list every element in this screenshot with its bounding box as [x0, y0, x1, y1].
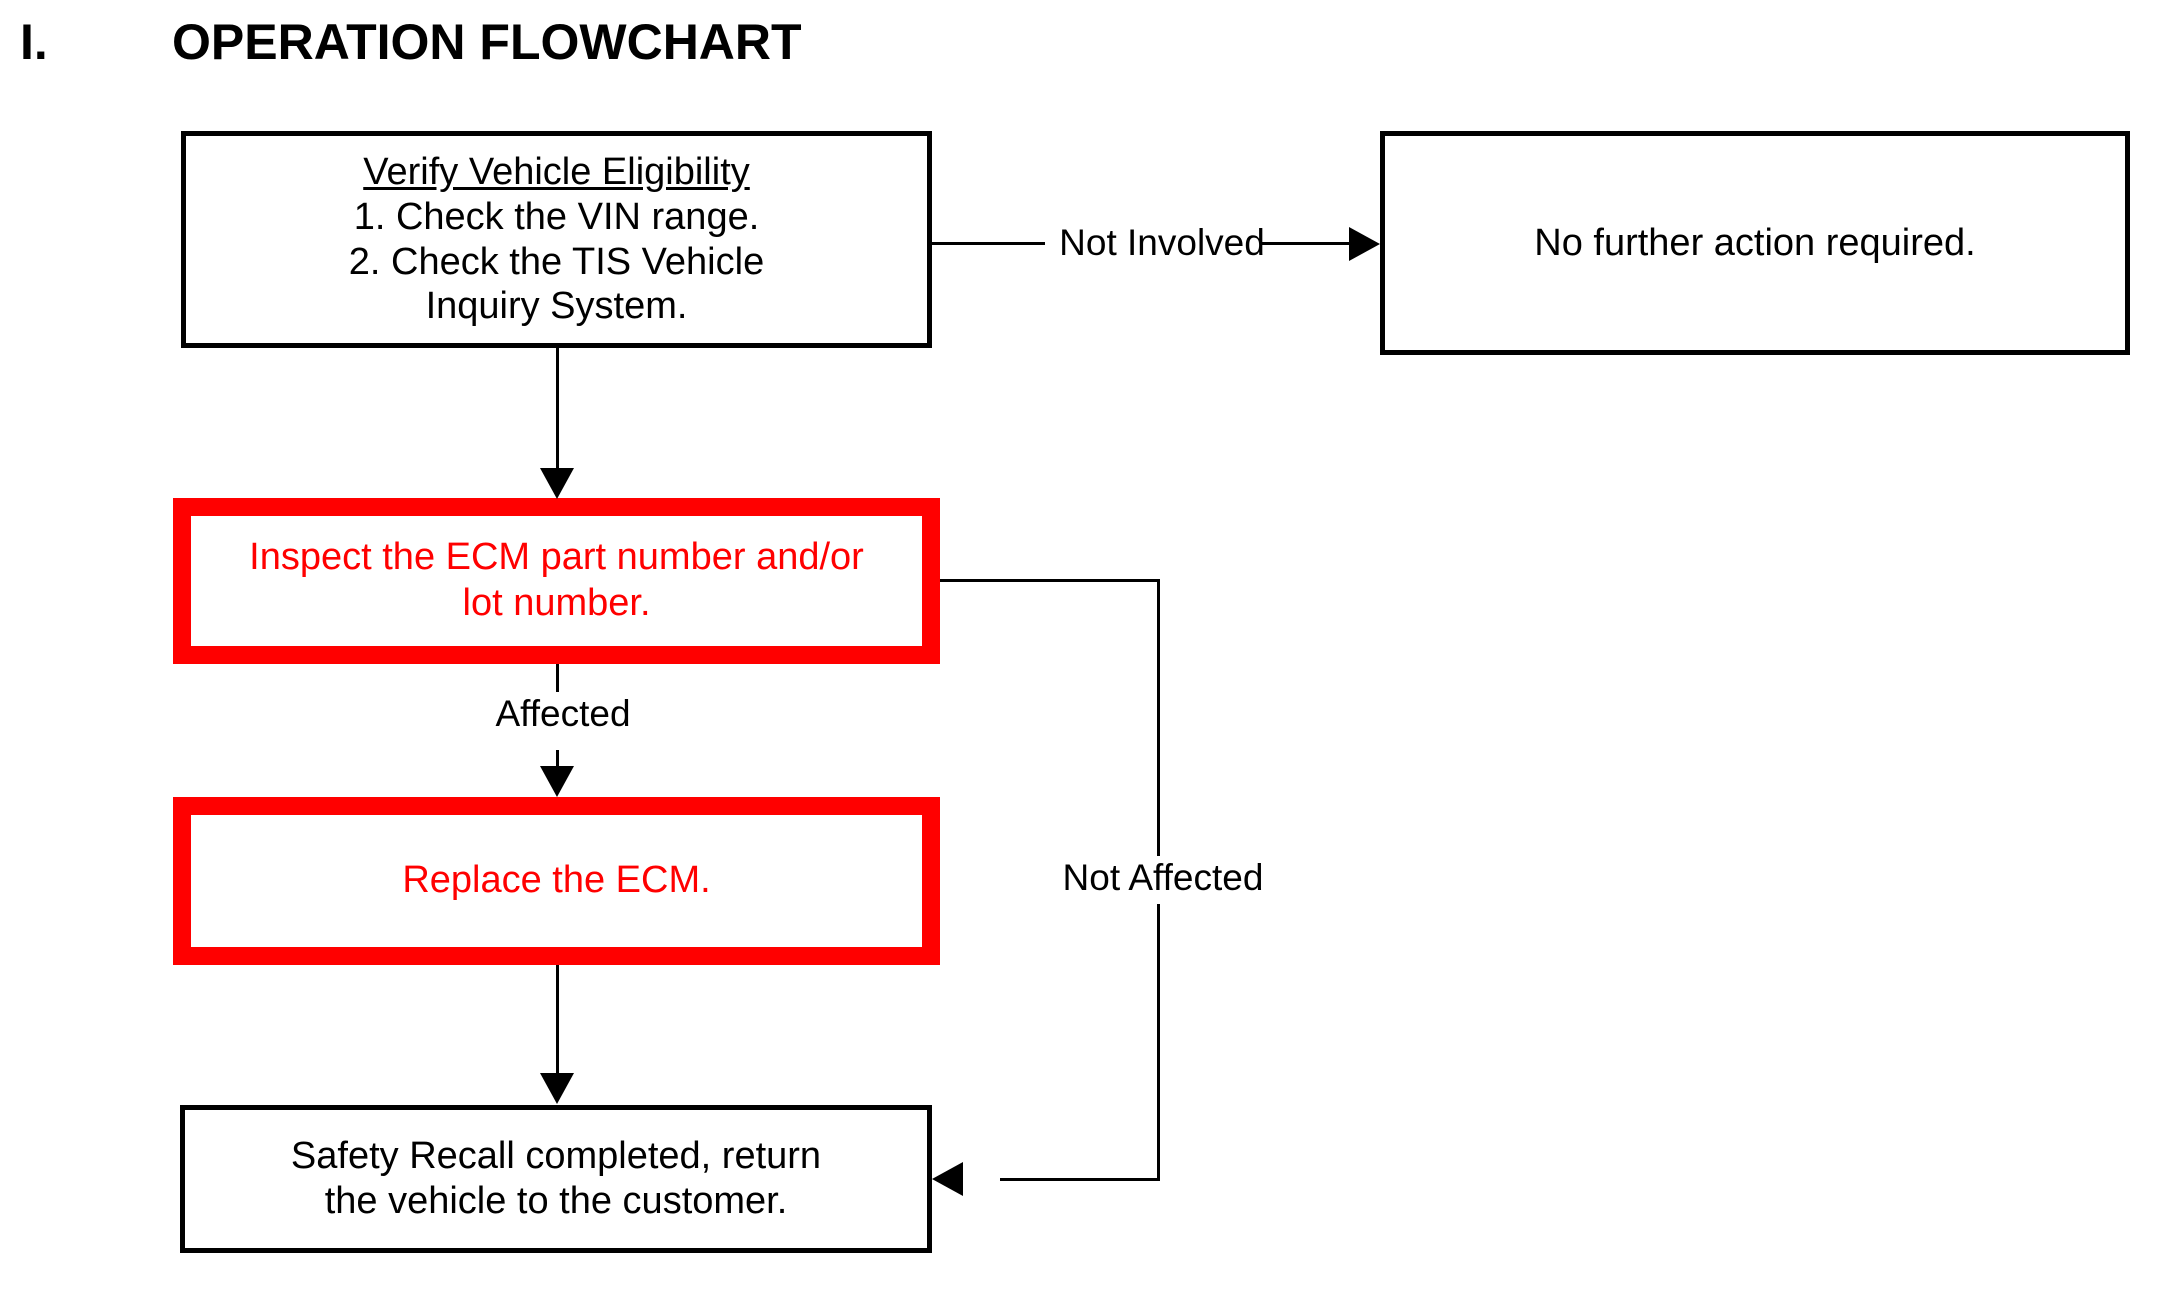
edge-replace-to-complete-line	[556, 965, 559, 1075]
edge-not-affected-segment-bottom	[1000, 1178, 1160, 1181]
node-verify-content: Verify Vehicle Eligibility 1. Check the …	[186, 150, 927, 329]
node-inspect-ecm-line-2: lot number.	[462, 582, 651, 624]
arrow-right-icon	[1349, 227, 1380, 261]
node-safety-recall-completed: Safety Recall completed, return the vehi…	[180, 1105, 932, 1253]
page-title: I. OPERATION FLOWCHART	[0, 10, 1000, 80]
node-inspect-ecm: Inspect the ECM part number and/or lot n…	[173, 498, 940, 664]
arrow-down-icon	[540, 1073, 574, 1104]
node-safety-recall-content: Safety Recall completed, return the vehi…	[185, 1134, 927, 1224]
node-inspect-ecm-content: Inspect the ECM part number and/or lot n…	[191, 535, 922, 626]
node-verify-vehicle-eligibility: Verify Vehicle Eligibility 1. Check the …	[181, 131, 932, 348]
edge-label-not-involved: Not Involved	[1045, 221, 1279, 265]
edge-not-affected-segment-vertical-upper	[1157, 579, 1160, 856]
edge-not-affected-segment-vertical-lower	[1157, 904, 1160, 1180]
edge-not-involved-segment-left	[932, 242, 1052, 245]
edge-not-affected-segment-top	[940, 579, 1160, 582]
edge-label-not-affected: Not Affected	[1032, 856, 1294, 900]
page-title-text: OPERATION FLOWCHART	[172, 14, 802, 70]
edge-affected-segment-bottom	[556, 750, 559, 769]
node-safety-recall-line-2: the vehicle to the customer.	[324, 1180, 788, 1222]
node-no-further-action-text: No further action required.	[1534, 221, 1976, 264]
node-replace-ecm-text: Replace the ECM.	[402, 859, 711, 902]
arrow-down-icon	[540, 766, 574, 797]
page-title-numeral: I.	[20, 14, 48, 70]
node-replace-ecm: Replace the ECM.	[173, 797, 940, 965]
node-safety-recall-line-1: Safety Recall completed, return	[290, 1135, 822, 1178]
arrow-left-icon	[932, 1162, 963, 1196]
edge-verify-to-inspect-line	[556, 348, 559, 470]
node-verify-heading: Verify Vehicle Eligibility	[363, 150, 750, 193]
node-inspect-ecm-line-1: Inspect the ECM part number and/or	[249, 536, 864, 579]
node-verify-step-2-line-1: 2. Check the TIS Vehicle	[348, 240, 765, 283]
edge-not-involved-segment-right	[1262, 242, 1352, 245]
node-verify-step-1: 1. Check the VIN range.	[353, 195, 760, 238]
edge-affected-segment-top	[556, 664, 559, 712]
node-verify-step-2-line-2: Inquiry System.	[425, 285, 688, 328]
arrow-down-icon	[540, 468, 574, 499]
node-no-further-action: No further action required.	[1380, 131, 2130, 355]
edge-label-affected: Affected	[466, 692, 660, 736]
